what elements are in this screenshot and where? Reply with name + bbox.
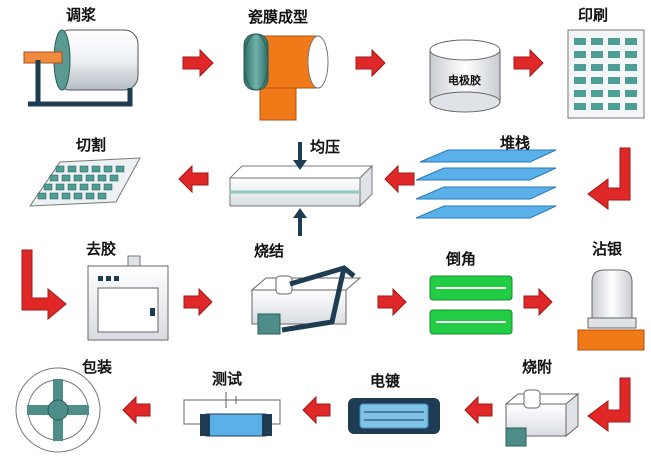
cut-chip: [103, 183, 113, 191]
print-cell: [625, 90, 637, 97]
cut-chip: [79, 183, 89, 191]
test-chip-icon: [183, 392, 281, 437]
arrow-turn-icon: [21, 249, 67, 321]
print-cell: [625, 77, 637, 84]
arrow-left-icon: [384, 164, 415, 194]
step-label-chamfering: 倒角: [446, 250, 477, 268]
cut-chip: [73, 192, 83, 200]
cut-chip: [49, 174, 59, 182]
print-cell: [608, 103, 620, 110]
cut-chip: [85, 174, 95, 182]
cut-chip: [109, 174, 119, 182]
furnace-icon-2: [504, 389, 580, 447]
print-cell: [591, 64, 603, 71]
cut-grid-icon: [29, 157, 141, 207]
step-label-tape-casting: 瓷膜成型: [248, 8, 309, 26]
print-grid-icon: [567, 29, 645, 119]
cut-chip: [91, 183, 101, 191]
print-cell: [625, 51, 637, 58]
arrow-right-icon: [183, 287, 213, 317]
tape-roll-icon: [243, 33, 329, 121]
furnace-icon: [250, 265, 362, 335]
cut-chip: [91, 165, 101, 173]
step-label-sintering: 烧结: [254, 242, 285, 260]
plated-chip-icon: [348, 398, 440, 434]
print-cell: [591, 103, 603, 110]
cut-chip: [43, 183, 53, 191]
step-label-testing: 测试: [212, 370, 243, 388]
arrow-right-icon: [377, 287, 407, 317]
cut-chip: [79, 165, 89, 173]
step-label-printing: 印刷: [578, 6, 609, 24]
flow-arrows: [21, 48, 631, 432]
step-label-silver-dip: 沾银: [592, 240, 623, 258]
cut-chip: [55, 183, 65, 191]
cut-chip: [103, 165, 113, 173]
arrow-right-icon: [182, 48, 214, 78]
step-label-mixing: 调浆: [66, 6, 97, 24]
print-cell: [574, 103, 586, 110]
print-cell: [574, 38, 586, 45]
arrow-right-icon: [355, 48, 386, 78]
arrow-turn-icon: [587, 147, 631, 210]
cut-chip: [97, 174, 107, 182]
print-cell: [608, 77, 620, 84]
print-cell: [608, 51, 620, 58]
step-label-debinding: 去胶: [86, 240, 117, 258]
arrow-left-icon: [302, 395, 331, 425]
print-cell: [625, 38, 637, 45]
arrow-left-icon: [464, 395, 493, 425]
step-label-cutting: 切割: [76, 136, 107, 154]
step-label-plating: 电镀: [370, 372, 401, 390]
cut-chip: [67, 165, 77, 173]
cut-chip: [85, 192, 95, 200]
print-cell: [574, 51, 586, 58]
step-label-firing: 烧附: [522, 358, 553, 376]
electrode-glue-label: 电极胶: [448, 73, 481, 87]
print-cell: [625, 103, 637, 110]
cut-chip: [61, 174, 71, 182]
print-cell: [574, 77, 586, 84]
print-cell: [574, 64, 586, 71]
print-cell: [574, 90, 586, 97]
cut-chip: [49, 192, 59, 200]
print-cell: [608, 38, 620, 45]
print-cell: [625, 64, 637, 71]
stack-sheets-icon: [415, 149, 557, 219]
oven-icon: [87, 255, 169, 341]
cut-chip: [97, 192, 107, 200]
cut-chip: [115, 165, 125, 173]
chamfer-chips-icon: [429, 275, 513, 335]
step-label-pressing: 均压: [310, 138, 341, 156]
cut-chip: [61, 192, 71, 200]
silver-dip-icon: [577, 269, 645, 351]
arrow-right-icon: [513, 48, 544, 78]
cut-chip: [55, 165, 65, 173]
arrow-left-icon: [122, 395, 151, 425]
mixer-drum-icon: [23, 29, 139, 107]
step-label-stacking: 堆栈: [500, 134, 531, 152]
arrow-turn-icon: [587, 377, 631, 432]
print-cell: [608, 64, 620, 71]
print-cell: [591, 51, 603, 58]
cut-chip: [37, 192, 47, 200]
cut-chip: [73, 174, 83, 182]
glue-cylinder-icon: 电极胶: [429, 39, 501, 113]
press-box-icon: [228, 142, 374, 236]
print-cell: [591, 38, 603, 45]
step-label-packaging: 包装: [82, 358, 113, 376]
arrow-right-icon: [523, 287, 553, 317]
cut-chip: [67, 183, 77, 191]
reel-icon: [15, 367, 101, 453]
arrow-left-icon: [178, 164, 209, 194]
print-cell: [591, 90, 603, 97]
print-cell: [608, 90, 620, 97]
print-cell: [591, 77, 603, 84]
